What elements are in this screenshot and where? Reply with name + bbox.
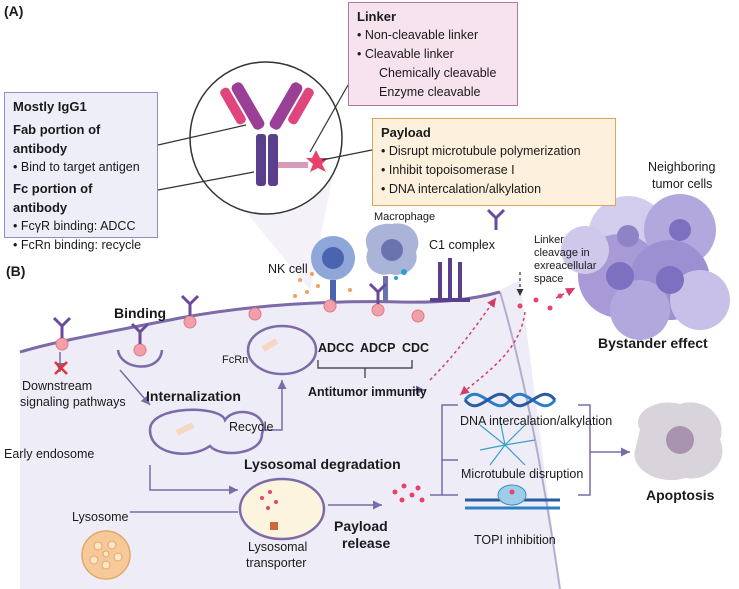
linker-info-box: Linker Non-cleavable linker Cleavable li… (348, 2, 518, 106)
neighboring-tumor-cells (561, 194, 730, 340)
bound-antibodies (52, 208, 506, 344)
payload-item: DNA intercalation/alkylation (381, 180, 607, 199)
dna-icon (463, 392, 557, 408)
linker-subitem: Enzyme cleavable (379, 85, 481, 99)
panel-label-a: (A) (4, 3, 24, 19)
microtubule-icon (479, 419, 536, 466)
igg-title: Mostly IgG1 (13, 99, 87, 114)
downstream-label: Downstream (22, 379, 93, 393)
linker-title: Linker (357, 9, 397, 24)
payload-title: Payload (381, 125, 431, 140)
early-endosome (148, 408, 265, 455)
lysosome-label: Lysosome (72, 510, 129, 524)
fab-item: Bind to target antigen (13, 158, 149, 177)
lysosomal-degradation-label: Lysosomal degradation (244, 456, 401, 472)
released-payload (392, 293, 563, 503)
bystander-effect-label: Bystander effect (598, 335, 708, 351)
payload-item: Disrupt microtubule polymerization (381, 142, 607, 161)
topi-inhibition-label: TOPI inhibition (474, 533, 556, 547)
adc-antibody-large (220, 82, 328, 186)
c1-complex-label: C1 complex (429, 238, 495, 252)
adcc-label: ADCC (318, 341, 355, 355)
linker-cleavage-line: space (534, 273, 564, 285)
cell-edge (499, 291, 561, 589)
linker-cleavage-line: exreacellular (534, 260, 597, 272)
fc-item: FcRn binding: recycle (13, 236, 149, 255)
macrophage-icon (365, 223, 419, 302)
nk-cell-label: NK cell (268, 262, 308, 276)
early-endosome-label: Early endosome (4, 447, 95, 461)
apoptosis-label: Apoptosis (646, 487, 715, 503)
payload-release-line: release (342, 535, 391, 551)
fc-item: FcγR binding: ADCC (13, 217, 149, 236)
payload-release-line: Payload (334, 518, 388, 534)
signaling-label: signaling pathways (20, 395, 126, 409)
microtubule-disruption-label: Microtubule disruption (461, 467, 584, 481)
topoisomerase-icon (465, 484, 560, 510)
c1-complex-icon (430, 258, 470, 302)
igg-info-box: Mostly IgG1 Fab portion of antibody Bind… (4, 92, 158, 252)
macrophage-label: Macrophage (374, 211, 436, 223)
apoptotic-cell-icon (634, 402, 723, 481)
lysosomal-transporter-line: transporter (246, 556, 307, 570)
recycle-label: Recycle (229, 420, 274, 434)
tumor-cells-label: tumor cells (652, 177, 713, 191)
binding-label: Binding (114, 305, 167, 321)
neighboring-label: Neighboring (648, 160, 716, 174)
payload-info-box: Payload Disrupt microtubule polymerizati… (372, 118, 616, 206)
internalization-label: Internalization (146, 388, 241, 404)
cdc-label: CDC (402, 341, 430, 355)
linker-item: Non-cleavable linker (357, 26, 509, 45)
lysosomal-transporter-line: Lysosomal (248, 540, 308, 554)
lysosome-icon (81, 530, 131, 580)
antitumor-immunity-label: Antitumor immunity (308, 385, 427, 399)
fcrn-label: FcRn (222, 354, 249, 366)
linker-item: Cleavable linker (357, 45, 509, 64)
nk-cell-icon (311, 236, 355, 302)
linker-cleavage-line: Linker (534, 234, 564, 246)
fab-heading: Fab portion of antibody (13, 122, 101, 156)
recycling-endosome (246, 324, 318, 376)
lysosome-degrading (238, 477, 326, 541)
payload-item: Inhibit topoisomerase I (381, 161, 607, 180)
fc-heading: Fc portion of antibody (13, 181, 93, 215)
linker-subitem: Chemically cleavable (379, 66, 497, 80)
linker-cleavage-line: cleavage in (534, 247, 590, 259)
panel-label-b: (B) (6, 263, 26, 279)
adcp-label: ADCP (360, 341, 396, 355)
dna-intercalation-label: DNA intercalation/alkylation (460, 414, 613, 428)
